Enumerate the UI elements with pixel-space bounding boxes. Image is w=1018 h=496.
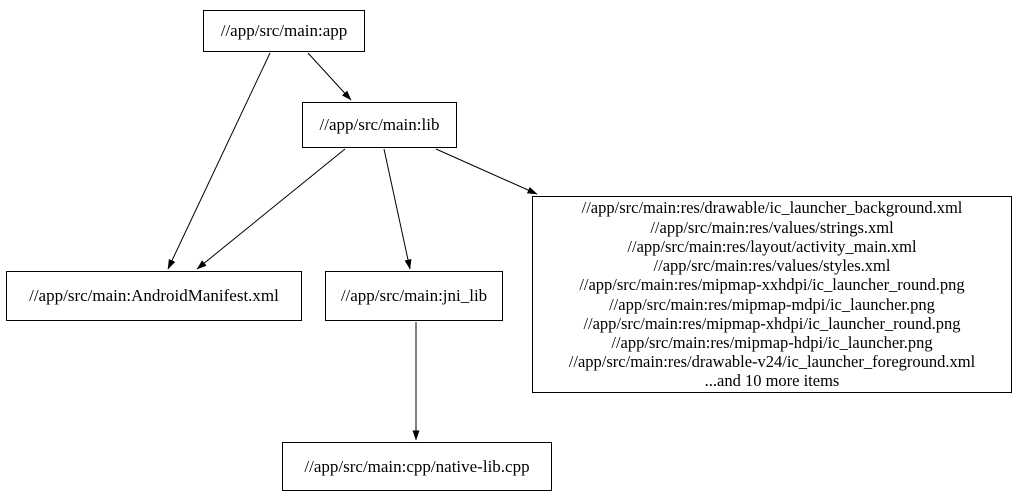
node-jni-lib-label: //app/src/main:jni_lib bbox=[340, 286, 488, 305]
node-lib-label: //app/src/main:lib bbox=[319, 115, 440, 134]
resource-item: //app/src/main:res/values/styles.xml bbox=[653, 256, 891, 276]
node-android-manifest-label: //app/src/main:AndroidManifest.xml bbox=[29, 286, 279, 305]
node-android-manifest: //app/src/main:AndroidManifest.xml bbox=[6, 271, 302, 321]
resource-item: //app/src/main:res/drawable/ic_launcher_… bbox=[581, 198, 963, 218]
resource-item: //app/src/main:res/layout/activity_main.… bbox=[627, 236, 917, 256]
node-jni-lib: //app/src/main:jni_lib bbox=[325, 271, 503, 321]
edge-app-to-manifest bbox=[167, 52, 271, 270]
resource-item: //app/src/main:res/mipmap-xhdpi/ic_launc… bbox=[583, 313, 961, 333]
node-native-lib-cpp: //app/src/main:cpp/native-lib.cpp bbox=[282, 442, 552, 491]
node-app-label: //app/src/main:app bbox=[220, 21, 348, 40]
resource-item: //app/src/main:res/values/strings.xml bbox=[650, 217, 894, 237]
resource-item: //app/src/main:res/mipmap-mdpi/ic_launch… bbox=[609, 294, 935, 314]
resource-item: //app/src/main:res/drawable-v24/ic_launc… bbox=[568, 352, 976, 372]
edge-lib-to-manifest bbox=[196, 148, 346, 270]
node-lib: //app/src/main:lib bbox=[302, 102, 457, 148]
node-app: //app/src/main:app bbox=[203, 10, 365, 52]
node-native-lib-cpp-label: //app/src/main:cpp/native-lib.cpp bbox=[304, 456, 530, 476]
resource-item: //app/src/main:res/mipmap-xxhdpi/ic_laun… bbox=[579, 275, 965, 295]
edge-app-to-lib bbox=[307, 52, 352, 101]
edge-lib-to-resources bbox=[435, 148, 538, 195]
resource-item: //app/src/main:res/mipmap-hdpi/ic_launch… bbox=[611, 332, 933, 352]
edge-lib-to-jni-lib bbox=[383, 148, 412, 270]
node-resources-group: //app/src/main:res/drawable/ic_launcher_… bbox=[532, 196, 1012, 393]
resource-item-more: ...and 10 more items bbox=[704, 371, 840, 391]
